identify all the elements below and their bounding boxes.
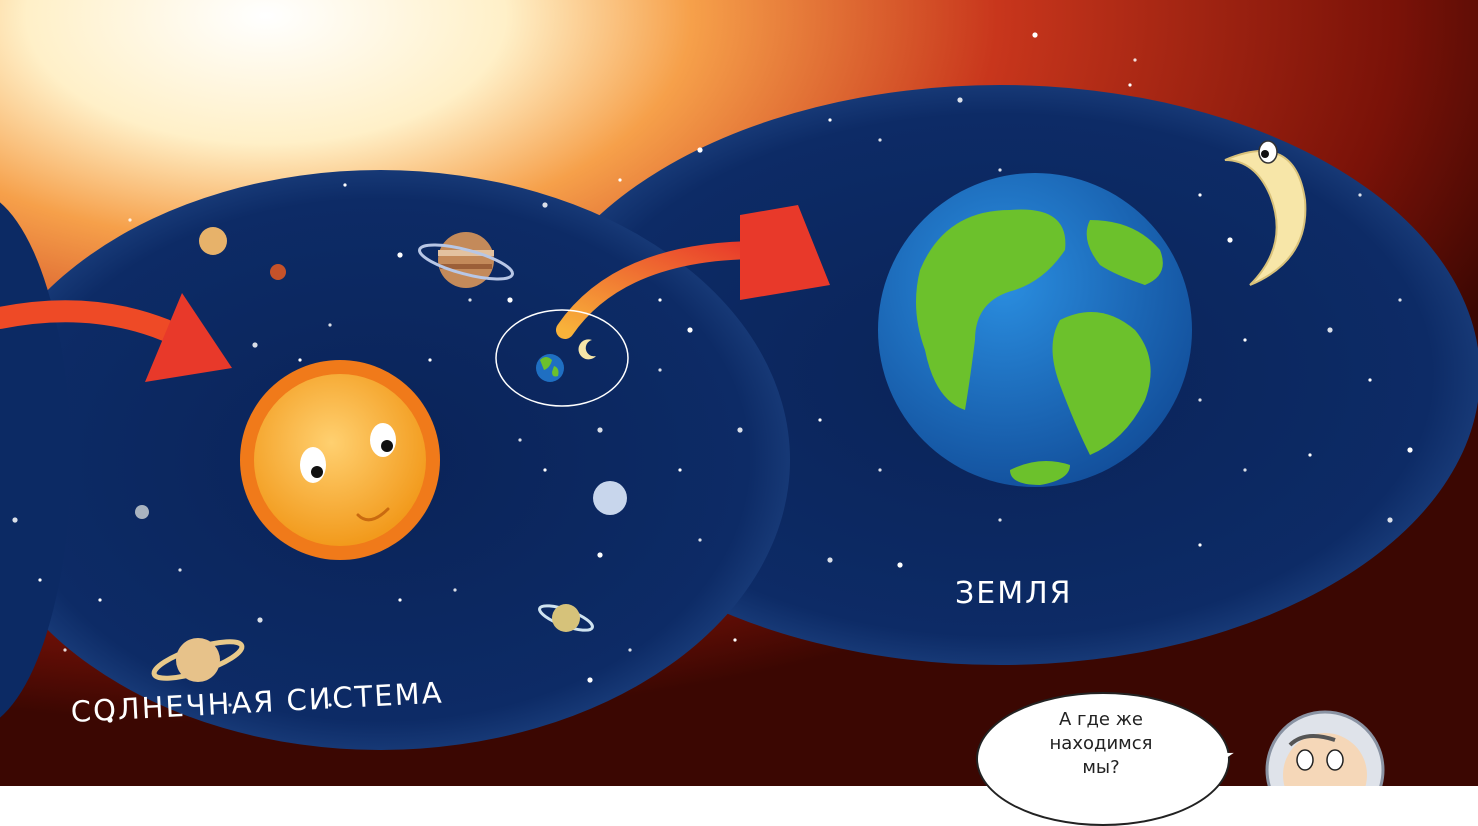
arrow-head-right (740, 205, 830, 300)
star (897, 562, 903, 568)
star (1327, 327, 1333, 333)
star (543, 468, 547, 472)
star (343, 183, 347, 187)
star (1243, 468, 1247, 472)
stars (12, 32, 1413, 723)
star (328, 703, 332, 707)
star (597, 427, 603, 433)
star (1368, 378, 1372, 382)
star (998, 168, 1002, 172)
star (12, 517, 18, 523)
moon-icon (578, 339, 596, 360)
star (1133, 58, 1137, 62)
star (998, 518, 1002, 522)
star (107, 717, 113, 723)
earth-globe (878, 173, 1192, 487)
star (827, 557, 833, 563)
venus-icon (199, 227, 227, 255)
star (618, 178, 622, 182)
star (397, 252, 403, 258)
star (38, 578, 42, 582)
star (468, 298, 472, 302)
star (1308, 453, 1312, 457)
star (98, 598, 102, 602)
star (257, 617, 263, 623)
star (63, 648, 67, 652)
jupiter-icon (418, 232, 514, 288)
saturn-icon (151, 638, 245, 682)
star (678, 468, 682, 472)
star (597, 552, 603, 558)
star (328, 323, 332, 327)
star (818, 418, 822, 422)
star (1032, 32, 1038, 38)
speech-bubble-text: А где же находимся мы? (1049, 709, 1153, 778)
star (1243, 338, 1247, 342)
star (428, 358, 432, 362)
star (737, 427, 743, 433)
star (178, 568, 182, 572)
star (252, 342, 258, 348)
star (1387, 517, 1393, 523)
star (1358, 193, 1362, 197)
earth-label: ЗЕМЛЯ (955, 576, 1073, 611)
neptune-icon (538, 604, 594, 632)
galaxy-oval (0, 202, 70, 718)
space-illustration (0, 0, 1478, 786)
star (698, 538, 702, 542)
astronaut-icon (1265, 710, 1385, 786)
star (1398, 298, 1402, 302)
star (518, 438, 522, 442)
star (878, 468, 882, 472)
star (128, 218, 132, 222)
star (507, 297, 513, 303)
star (228, 703, 232, 707)
star (1198, 193, 1202, 197)
earth-icon (536, 354, 564, 382)
star (697, 147, 703, 153)
earth-highlight-circle (495, 309, 629, 407)
star (658, 368, 662, 372)
star (957, 97, 963, 103)
uranus-icon (593, 481, 627, 515)
star (828, 118, 832, 122)
star (1198, 543, 1202, 547)
star (1198, 398, 1202, 402)
sun-icon (240, 360, 440, 560)
star (453, 588, 457, 592)
star (1407, 447, 1413, 453)
star (687, 327, 693, 333)
star (1227, 237, 1233, 243)
star (878, 138, 882, 142)
star (298, 358, 302, 362)
mars-icon (270, 264, 286, 280)
star (587, 677, 593, 683)
mercury-icon (135, 505, 149, 519)
moon-character-icon (1224, 140, 1307, 286)
star (658, 298, 662, 302)
star (1128, 83, 1132, 87)
arrow-head-left (145, 293, 232, 382)
star (398, 598, 402, 602)
arrow-icon (0, 300, 176, 341)
star (628, 648, 632, 652)
star (733, 638, 737, 642)
star (542, 202, 548, 208)
